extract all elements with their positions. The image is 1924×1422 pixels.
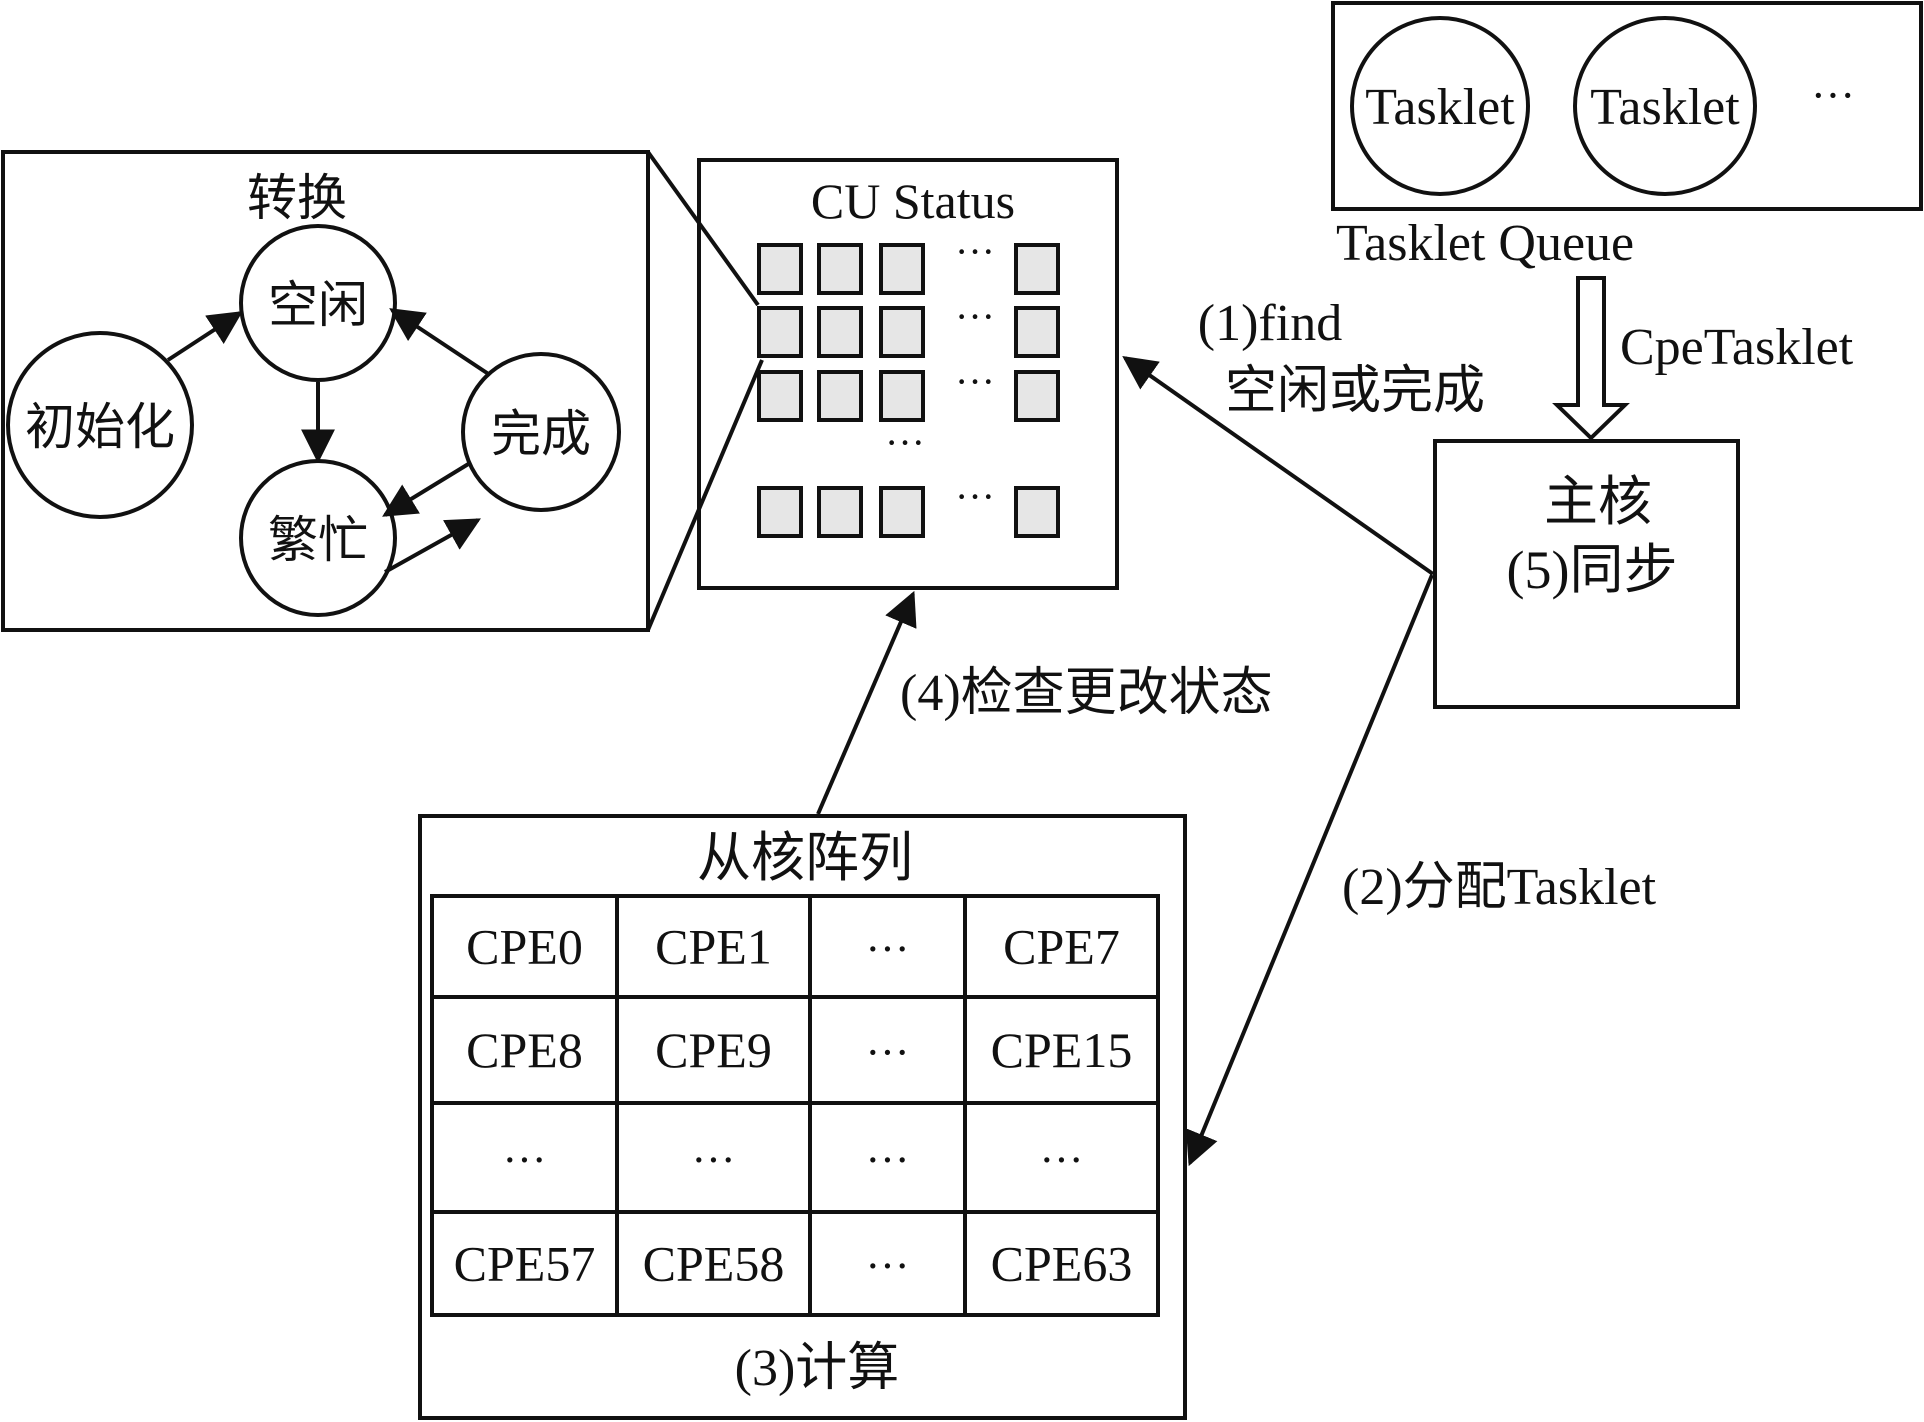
cpe-ellipsis: ··· bbox=[692, 1136, 736, 1185]
cu-status-cell bbox=[879, 306, 925, 358]
cpe-label: CPE1 bbox=[655, 919, 772, 975]
cu-status-cell bbox=[1014, 370, 1060, 422]
state-idle-label: 空闲 bbox=[268, 277, 368, 333]
cpe-label: CPE9 bbox=[655, 1022, 772, 1078]
cu-status-cell bbox=[879, 486, 925, 538]
tasklet-node-1 bbox=[1350, 16, 1530, 196]
cpe-ellipsis: ··· bbox=[866, 1028, 910, 1077]
arrow-step4-check bbox=[816, 590, 917, 815]
cpetasklet-transfer-arrow bbox=[1552, 276, 1630, 441]
cu-status-grid bbox=[757, 243, 1060, 538]
transition-panel-frame bbox=[1, 150, 650, 632]
cu-status-cell bbox=[757, 243, 803, 295]
cpe-label: CPE58 bbox=[643, 1236, 785, 1292]
cpe-label: CPE0 bbox=[466, 919, 583, 975]
cu-status-cell bbox=[879, 370, 925, 422]
cpe-ellipsis: ··· bbox=[866, 1136, 910, 1185]
step2-assign-label: (2)分配Tasklet bbox=[1342, 859, 1657, 916]
cu-status-panel: CU Status ··· ··· ··· ··· ··· bbox=[697, 158, 1119, 590]
cu-row3-ellipsis: ··· bbox=[955, 359, 995, 404]
arrow-init-to-idle bbox=[166, 311, 243, 362]
cu-row2-ellipsis: ··· bbox=[955, 294, 995, 339]
cu-status-cell bbox=[1014, 306, 1060, 358]
arrow-step2-assign bbox=[1185, 574, 1434, 1167]
cu-row1-ellipsis: ··· bbox=[955, 229, 995, 274]
cu-vertical-ellipsis: ··· bbox=[885, 420, 925, 465]
cpe-ellipsis: ··· bbox=[1040, 1136, 1084, 1185]
transition-panel-title: 转换 bbox=[247, 170, 347, 226]
master-core-frame bbox=[1433, 439, 1740, 709]
zoom-connector-top bbox=[646, 150, 760, 307]
cu-status-cell bbox=[1014, 243, 1060, 295]
cu-status-cell bbox=[757, 370, 803, 422]
tasklet-node-2-label: Tasklet bbox=[1590, 79, 1740, 136]
slave-array-frame bbox=[418, 814, 1187, 1420]
arrow-busy-to-done bbox=[384, 518, 481, 574]
cu-status-frame bbox=[697, 158, 1119, 590]
cu-status-cell bbox=[817, 306, 863, 358]
cpe-ellipsis: ··· bbox=[866, 1242, 910, 1291]
arrow-done-to-busy bbox=[382, 461, 472, 517]
cpe-ellipsis: ··· bbox=[503, 1136, 547, 1185]
step4-check-label: (4)检查更改状态 bbox=[900, 665, 1273, 722]
state-init-node bbox=[6, 331, 194, 519]
transition-panel: 转换 空闲 初始化 完成 繁忙 bbox=[1, 150, 650, 632]
tasklet-node-2 bbox=[1573, 16, 1757, 196]
cpe-label: CPE7 bbox=[1003, 919, 1120, 975]
state-done-label: 完成 bbox=[491, 406, 591, 462]
cu-row4-ellipsis: ··· bbox=[955, 474, 995, 519]
master-core-sync-label: (5)同步 bbox=[1507, 540, 1678, 600]
cu-status-cell bbox=[817, 370, 863, 422]
arrow-step1-find bbox=[1122, 356, 1435, 576]
cu-status-cell bbox=[879, 243, 925, 295]
cu-status-cell bbox=[757, 306, 803, 358]
cpe-label: CPE15 bbox=[991, 1022, 1133, 1078]
cu-status-title: CU Status bbox=[811, 173, 1015, 229]
cpe-label: CPE63 bbox=[991, 1236, 1133, 1292]
cpe-cell bbox=[963, 1210, 1160, 1317]
tasklet-queue-frame bbox=[1331, 1, 1923, 211]
tasklet-queue: Tasklet Tasklet ··· bbox=[1331, 1, 1923, 211]
tasklet-queue-ellipsis: ··· bbox=[1811, 71, 1855, 120]
cpe-label: CPE57 bbox=[454, 1236, 596, 1292]
tasklet-node-1-label: Tasklet bbox=[1365, 79, 1515, 136]
master-core: 主核 (5)同步 bbox=[1433, 439, 1740, 709]
state-done-node bbox=[461, 352, 621, 512]
slave-array-title: 从核阵列 bbox=[697, 828, 913, 888]
state-init-label: 初始化 bbox=[25, 399, 175, 455]
master-core-title: 主核 bbox=[1544, 472, 1652, 532]
cpetasklet-label: CpeTasklet bbox=[1620, 319, 1854, 376]
step1-find-label: (1)find bbox=[1198, 295, 1342, 352]
tasklet-queue-label: Tasklet Queue bbox=[1336, 215, 1634, 272]
cu-status-cell bbox=[817, 243, 863, 295]
cu-status-cell bbox=[1014, 486, 1060, 538]
cpe-ellipsis: ··· bbox=[866, 925, 910, 974]
cu-status-cell bbox=[817, 486, 863, 538]
cu-status-cell bbox=[757, 486, 803, 538]
zoom-connector-bottom bbox=[646, 359, 764, 631]
cpe-label: CPE8 bbox=[466, 1022, 583, 1078]
slave-array-footer: (3)计算 bbox=[735, 1340, 900, 1397]
arrow-done-to-idle bbox=[389, 308, 492, 377]
step1-target-label: 空闲或完成 bbox=[1225, 363, 1485, 420]
state-idle-node bbox=[239, 224, 397, 382]
state-busy-label: 繁忙 bbox=[268, 512, 368, 568]
